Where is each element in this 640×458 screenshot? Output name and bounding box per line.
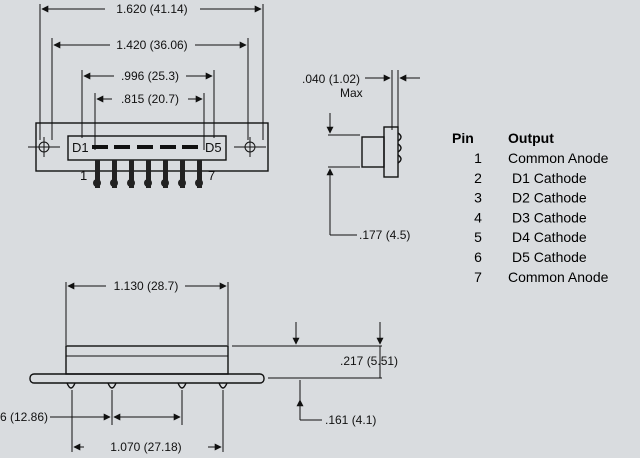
table-cell-output: D3 Cathode [512,209,587,225]
dim-label-depth: .177 (4.5) [359,228,410,242]
side-flange [383,126,399,178]
led-segments [92,145,198,149]
table-cell-pin: 2 [474,170,482,186]
dim-label-lead-thickness: .040 (1.02) [302,72,360,86]
table-header-pin: Pin [452,130,474,146]
table-cell-pin: 6 [474,249,482,265]
top-view-pins [93,160,203,188]
bottom-leads [66,382,228,389]
table-cell-output: Common Anode [508,150,609,166]
side-leads [397,132,402,164]
table-header-output: Output [508,130,554,146]
label-pin-7: 7 [208,168,215,183]
table-cell-output: D5 Cathode [512,249,587,265]
label-d5: D5 [205,140,222,155]
dim-label-max: Max [340,86,363,100]
dim-label-overall-width: 1.620 (41.14) [116,2,187,16]
table-cell-output: D4 Cathode [512,229,587,245]
table-cell-pin: 1 [474,150,482,166]
side-view: .040 (1.02) Max .177 (4.5) [302,70,420,242]
dim-label-partial: 6 (12.86) [0,410,48,424]
table-cell-pin: 4 [474,209,482,225]
dim-label-bottom-overall: 1.070 (27.18) [110,440,181,454]
dim-label-pin-span: .815 (20.7) [121,92,179,106]
label-d1: D1 [72,140,89,155]
table-cell-output: D2 Cathode [512,190,587,206]
dim-label-mount-spacing: 1.420 (36.06) [116,38,187,52]
dim-label-height: .217 (5.51) [340,354,398,368]
label-pin-1: 1 [80,168,87,183]
side-body [361,136,385,168]
bottom-base-plate [29,373,265,384]
top-view: 1.620 (41.14) 1.420 (36.06) .996 (25.3) … [28,2,269,188]
table-cell-output: Common Anode [508,269,609,285]
table-cell-pin: 3 [474,190,482,206]
table-cell-pin: 5 [474,229,482,245]
dim-label-body-width: 1.130 (28.7) [114,279,179,293]
bottom-view: 1.130 (28.7) .217 (5.51) .161 (4.1) [0,279,398,454]
table-cell-pin: 7 [474,269,482,285]
table-cell-output: D1 Cathode [512,170,587,186]
dim-label-lead-length: .161 (4.1) [325,413,376,427]
dim-label-window-width: .996 (25.3) [121,69,179,83]
bottom-body [65,345,229,375]
